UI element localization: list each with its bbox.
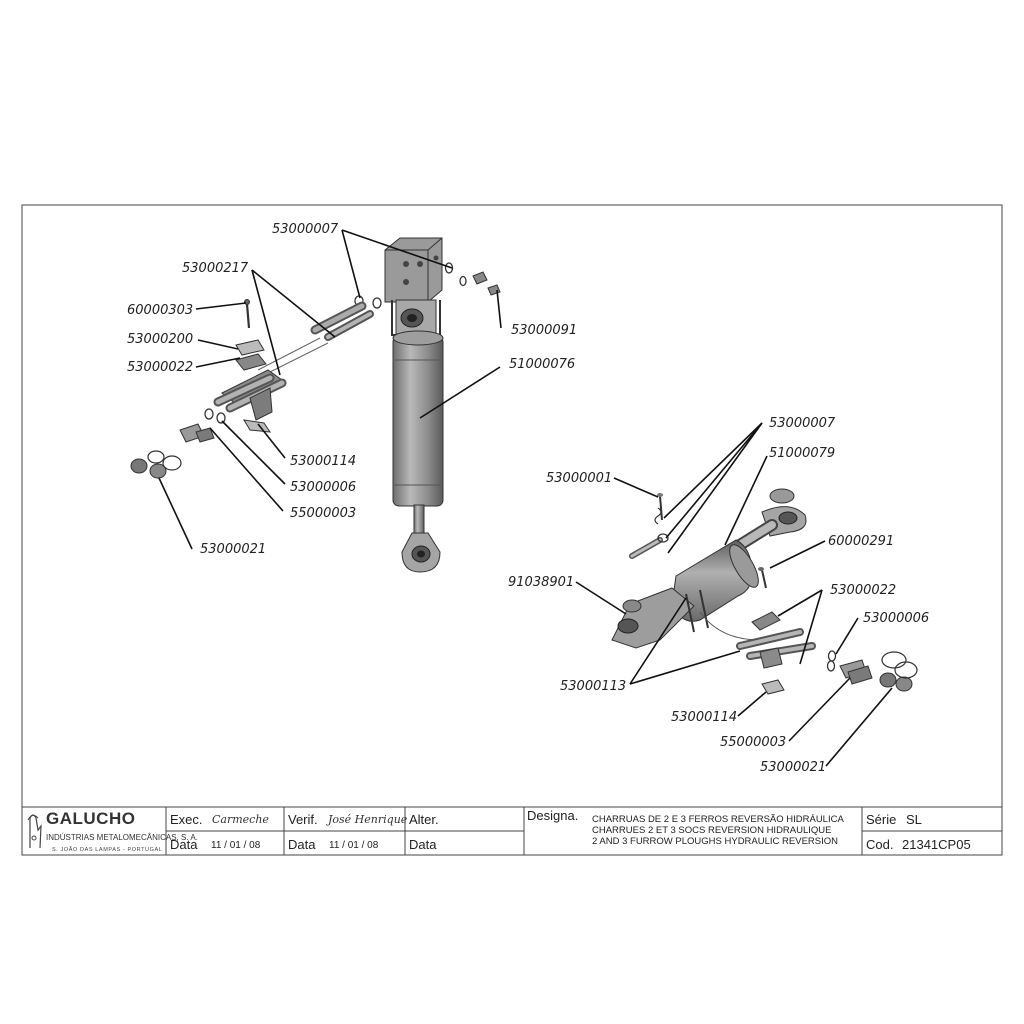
callout-53000007-left: 53000007 [272,222,339,237]
designation-fr: CHARRUES 2 ET 3 SOCS REVERSION HIDRAULIQ… [592,825,832,836]
callout-53000200: 53000200 [127,332,193,347]
callout-53000114-left: 53000114 [290,454,356,469]
data-label-exec: Data [170,837,198,852]
alter-label: Alter. [409,812,439,827]
callout-53000001: 53000001 [546,471,612,486]
callout-53000006-right: 53000006 [863,611,929,626]
callout-55000003-right: 55000003 [720,735,786,750]
cod-value: 21341CP05 [902,837,971,852]
brand-subtitle: INDÚSTRIAS METALOMECÂNICAS, S. A. [46,833,198,842]
right-callouts: 53000007 51000079 53000001 60000291 9103… [508,416,929,775]
left-callouts: 53000007 53000217 60000303 53000200 5300… [127,222,577,557]
data-label-verif: Data [288,837,316,852]
callout-53000091: 53000091 [511,323,577,338]
right-leader-lines [575,422,893,767]
serie-label: Série [866,812,896,827]
verif-label: Verif. [288,812,318,827]
verif-signature: José Henrique [326,813,408,826]
cod-label: Cod. [866,837,893,852]
serie-value: SL [906,812,922,827]
callout-53000022-left: 53000022 [127,360,193,375]
designation-en: 2 AND 3 FURROW PLOUGHS HYDRAULIC REVERSI… [592,836,838,847]
callout-53000113: 53000113 [560,679,626,694]
left-leader-lines [158,229,502,550]
callout-53000021-left: 53000021 [200,542,266,557]
exec-date: 11 / 01 / 08 [211,840,261,851]
exec-signature: Carmeche [212,813,269,826]
left-cylinder-assembly [130,237,501,573]
brand-name: GALUCHO [46,809,135,828]
callout-53000022-right: 53000022 [830,583,896,598]
exec-label: Exec. [170,812,203,827]
designation-pt: CHARRUAS DE 2 E 3 FERROS REVERSÃO HIDRÁU… [592,814,844,825]
title-block: GALUCHO INDÚSTRIAS METALOMECÂNICAS, S. A… [21,806,1003,856]
data-label-alter: Data [409,837,437,852]
callout-53000007-right: 53000007 [769,416,836,431]
callout-60000291: 60000291 [828,534,894,549]
callout-51000079: 51000079 [769,446,835,461]
callout-53000021-right: 53000021 [760,760,826,775]
callout-53000006-left: 53000006 [290,480,356,495]
brand-location: S. JOÃO DAS LAMPAS - PORTUGAL [52,846,162,853]
right-cylinder-assembly [611,488,918,695]
callout-53000114-right: 53000114 [671,710,737,725]
designation-label: Designa. [527,808,578,823]
callout-60000303: 60000303 [127,303,193,318]
company-logo [27,814,42,849]
callout-51000076: 51000076 [509,357,575,372]
callout-55000003-left: 55000003 [290,506,356,521]
callout-53000217: 53000217 [182,261,249,276]
verif-date: 11 / 01 / 08 [329,840,379,851]
callout-91038901: 91038901 [508,575,574,590]
